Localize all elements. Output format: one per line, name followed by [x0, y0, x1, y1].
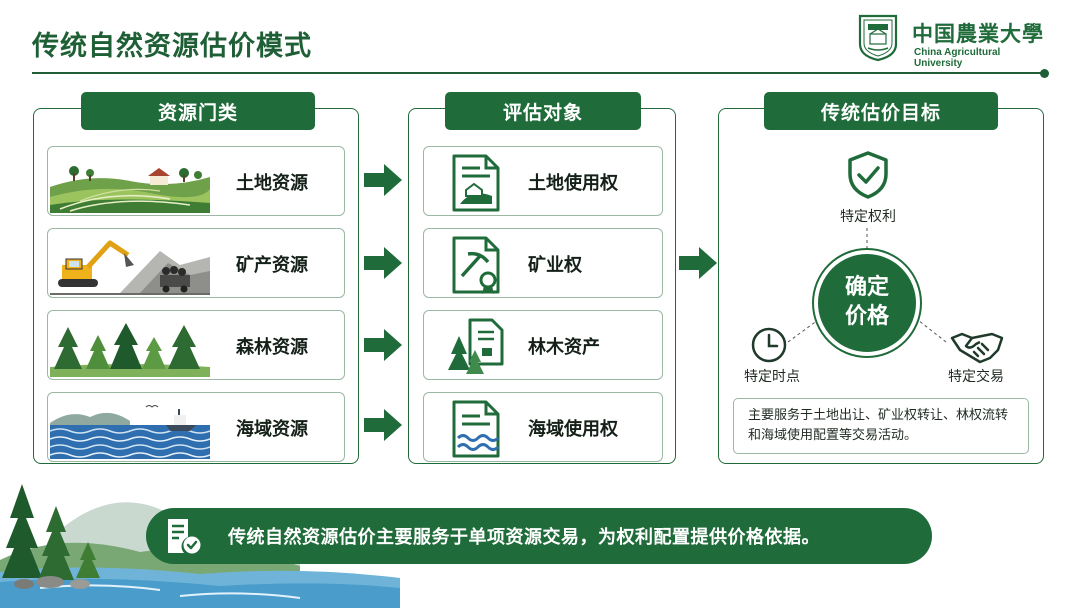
center-text-line1: 确定: [844, 275, 889, 301]
object-label-sea: 海域使用权: [528, 419, 618, 440]
sea-document-icon: [452, 400, 500, 458]
arrow-right-icon: [364, 329, 402, 361]
arrow-right-icon: [679, 247, 717, 279]
resource-label-mineral: 矿产资源: [236, 255, 308, 276]
resource-card-forest: 森林资源: [47, 310, 345, 380]
arrow-right-icon: [364, 409, 402, 441]
goal-label-time: 特定时点: [744, 369, 800, 385]
clock-icon: [751, 327, 787, 363]
university-name-cn: 中国農業大學: [912, 21, 1044, 46]
divider-dot: [1040, 69, 1049, 78]
resource-label-land: 土地资源: [236, 173, 308, 194]
university-seal-icon: [858, 14, 898, 62]
shield-check-icon: [848, 151, 888, 199]
handshake-icon: [950, 332, 1004, 364]
goal-label-rights: 特定权利: [840, 209, 896, 225]
resource-label-forest: 森林资源: [236, 337, 308, 358]
farmland-image: [50, 166, 210, 213]
goals-header: 传统估价目标: [764, 92, 998, 130]
land-document-icon: [452, 154, 500, 212]
object-card-land: 土地使用权: [423, 146, 663, 216]
arrow-right-icon: [364, 164, 402, 196]
object-label-forest: 林木资产: [528, 337, 600, 358]
summary-text: 传统自然资源估价主要服务于单项资源交易，为权利配置提供价格依据。: [228, 527, 820, 548]
center-text-line2: 价格: [844, 304, 889, 329]
object-card-mining: 矿业权: [423, 228, 663, 298]
forest-image: [50, 323, 210, 377]
resources-header: 资源门类: [81, 92, 315, 130]
arrow-right-icon: [364, 247, 402, 279]
object-card-forest: 林木资产: [423, 310, 663, 380]
resource-card-mineral: 矿产资源: [47, 228, 345, 298]
forest-document-icon: [448, 318, 504, 374]
sea-boat-image: [50, 405, 210, 459]
mining-excavator-image: [50, 240, 210, 295]
resource-card-sea: 海域资源: [47, 392, 345, 462]
university-logo: 中国農業大學 China Agricultural University: [856, 12, 1046, 69]
checklist-document-icon: [168, 519, 201, 554]
page-title: 传统自然资源估价模式: [32, 31, 312, 62]
title-divider: [32, 72, 1044, 74]
goal-label-trade: 特定交易: [948, 369, 1004, 385]
object-label-land: 土地使用权: [528, 173, 618, 194]
objects-header: 评估对象: [445, 92, 641, 130]
resource-card-land: 土地资源: [47, 146, 345, 216]
goal-description: 主要服务于土地出让、矿业权转让、林权流转和海域使用配置等交易活动。: [733, 398, 1029, 454]
goal-connector-lines: [787, 228, 947, 343]
summary-banner: 传统自然资源估价主要服务于单项资源交易，为权利配置提供价格依据。: [146, 508, 932, 564]
determine-price-circle: 确定 价格: [814, 250, 920, 356]
object-card-sea: 海域使用权: [423, 392, 663, 462]
university-name-en: China Agricultural University: [914, 47, 1001, 69]
resource-label-sea: 海域资源: [236, 419, 308, 440]
mining-certificate-icon: [452, 236, 500, 294]
object-label-mining: 矿业权: [528, 255, 582, 276]
